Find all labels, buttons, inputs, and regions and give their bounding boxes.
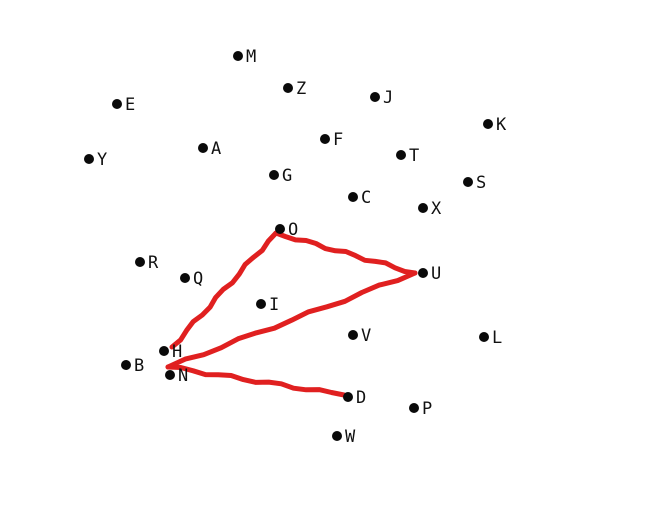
point-x — [418, 203, 428, 213]
point-label-q: Q — [193, 269, 203, 289]
point-o — [275, 224, 285, 234]
edge-n-d — [165, 364, 347, 398]
point-t — [396, 150, 406, 160]
point-w — [332, 431, 342, 441]
point-label-f: F — [333, 130, 343, 150]
point-r — [135, 257, 145, 267]
point-k — [483, 119, 493, 129]
point-e — [112, 99, 122, 109]
point-label-t: T — [409, 146, 419, 166]
point-z — [283, 83, 293, 93]
point-label-x: X — [431, 199, 442, 219]
edge-o-u — [273, 230, 418, 276]
point-label-c: C — [361, 188, 371, 208]
point-g — [269, 170, 279, 180]
point-label-g: G — [282, 166, 292, 186]
point-v — [348, 330, 358, 340]
point-label-d: D — [356, 388, 366, 408]
point-label-l: L — [492, 328, 502, 348]
point-d — [343, 392, 353, 402]
point-label-a: A — [211, 139, 221, 159]
point-b — [121, 360, 131, 370]
point-l — [479, 332, 489, 342]
edge-h-o — [169, 230, 279, 350]
edge-u-n — [165, 270, 418, 370]
point-f — [320, 134, 330, 144]
point-label-y: Y — [97, 150, 107, 170]
point-h — [159, 346, 169, 356]
point-label-i: I — [269, 295, 279, 315]
point-label-o: O — [288, 220, 298, 240]
point-label-p: P — [422, 399, 432, 419]
point-markers — [84, 51, 493, 441]
point-label-z: Z — [296, 79, 306, 99]
point-label-u: U — [431, 264, 441, 284]
point-u — [418, 268, 428, 278]
point-label-v: V — [361, 326, 371, 346]
point-label-s: S — [476, 173, 486, 193]
point-label-n: N — [178, 366, 188, 386]
point-m — [233, 51, 243, 61]
point-j — [370, 92, 380, 102]
point-label-j: J — [383, 88, 393, 108]
point-i — [256, 299, 266, 309]
point-label-w: W — [345, 427, 356, 447]
point-p — [409, 403, 419, 413]
point-q — [180, 273, 190, 283]
point-label-h: H — [172, 342, 182, 362]
point-s — [463, 177, 473, 187]
path-edges — [165, 230, 418, 398]
point-c — [348, 192, 358, 202]
point-a — [198, 143, 208, 153]
point-label-e: E — [125, 95, 135, 115]
point-label-k: K — [496, 115, 507, 135]
point-labels: M Z J E K F A T Y G S C X O R U Q I V L H B N D P W — [97, 47, 507, 447]
point-n — [165, 370, 175, 380]
point-label-r: R — [148, 253, 159, 273]
point-label-m: M — [246, 47, 256, 67]
point-y — [84, 154, 94, 164]
point-label-b: B — [134, 356, 144, 376]
